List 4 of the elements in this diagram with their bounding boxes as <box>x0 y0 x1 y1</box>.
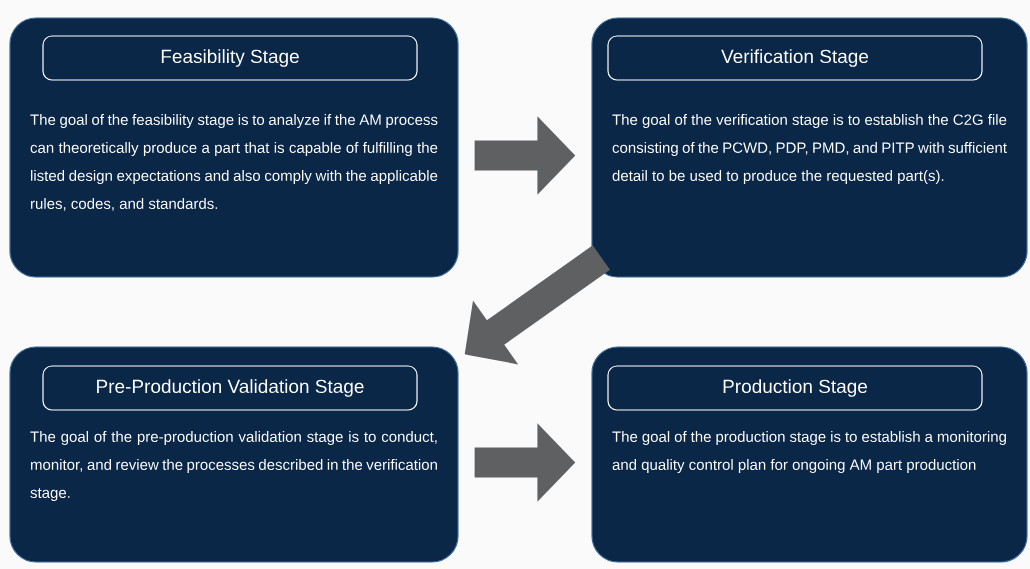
title-box: Pre-Production Validation Stage <box>42 365 418 411</box>
title-box: Feasibility Stage <box>42 35 418 81</box>
title-box: Production Stage <box>607 365 983 411</box>
title-box: Verification Stage <box>607 35 983 81</box>
